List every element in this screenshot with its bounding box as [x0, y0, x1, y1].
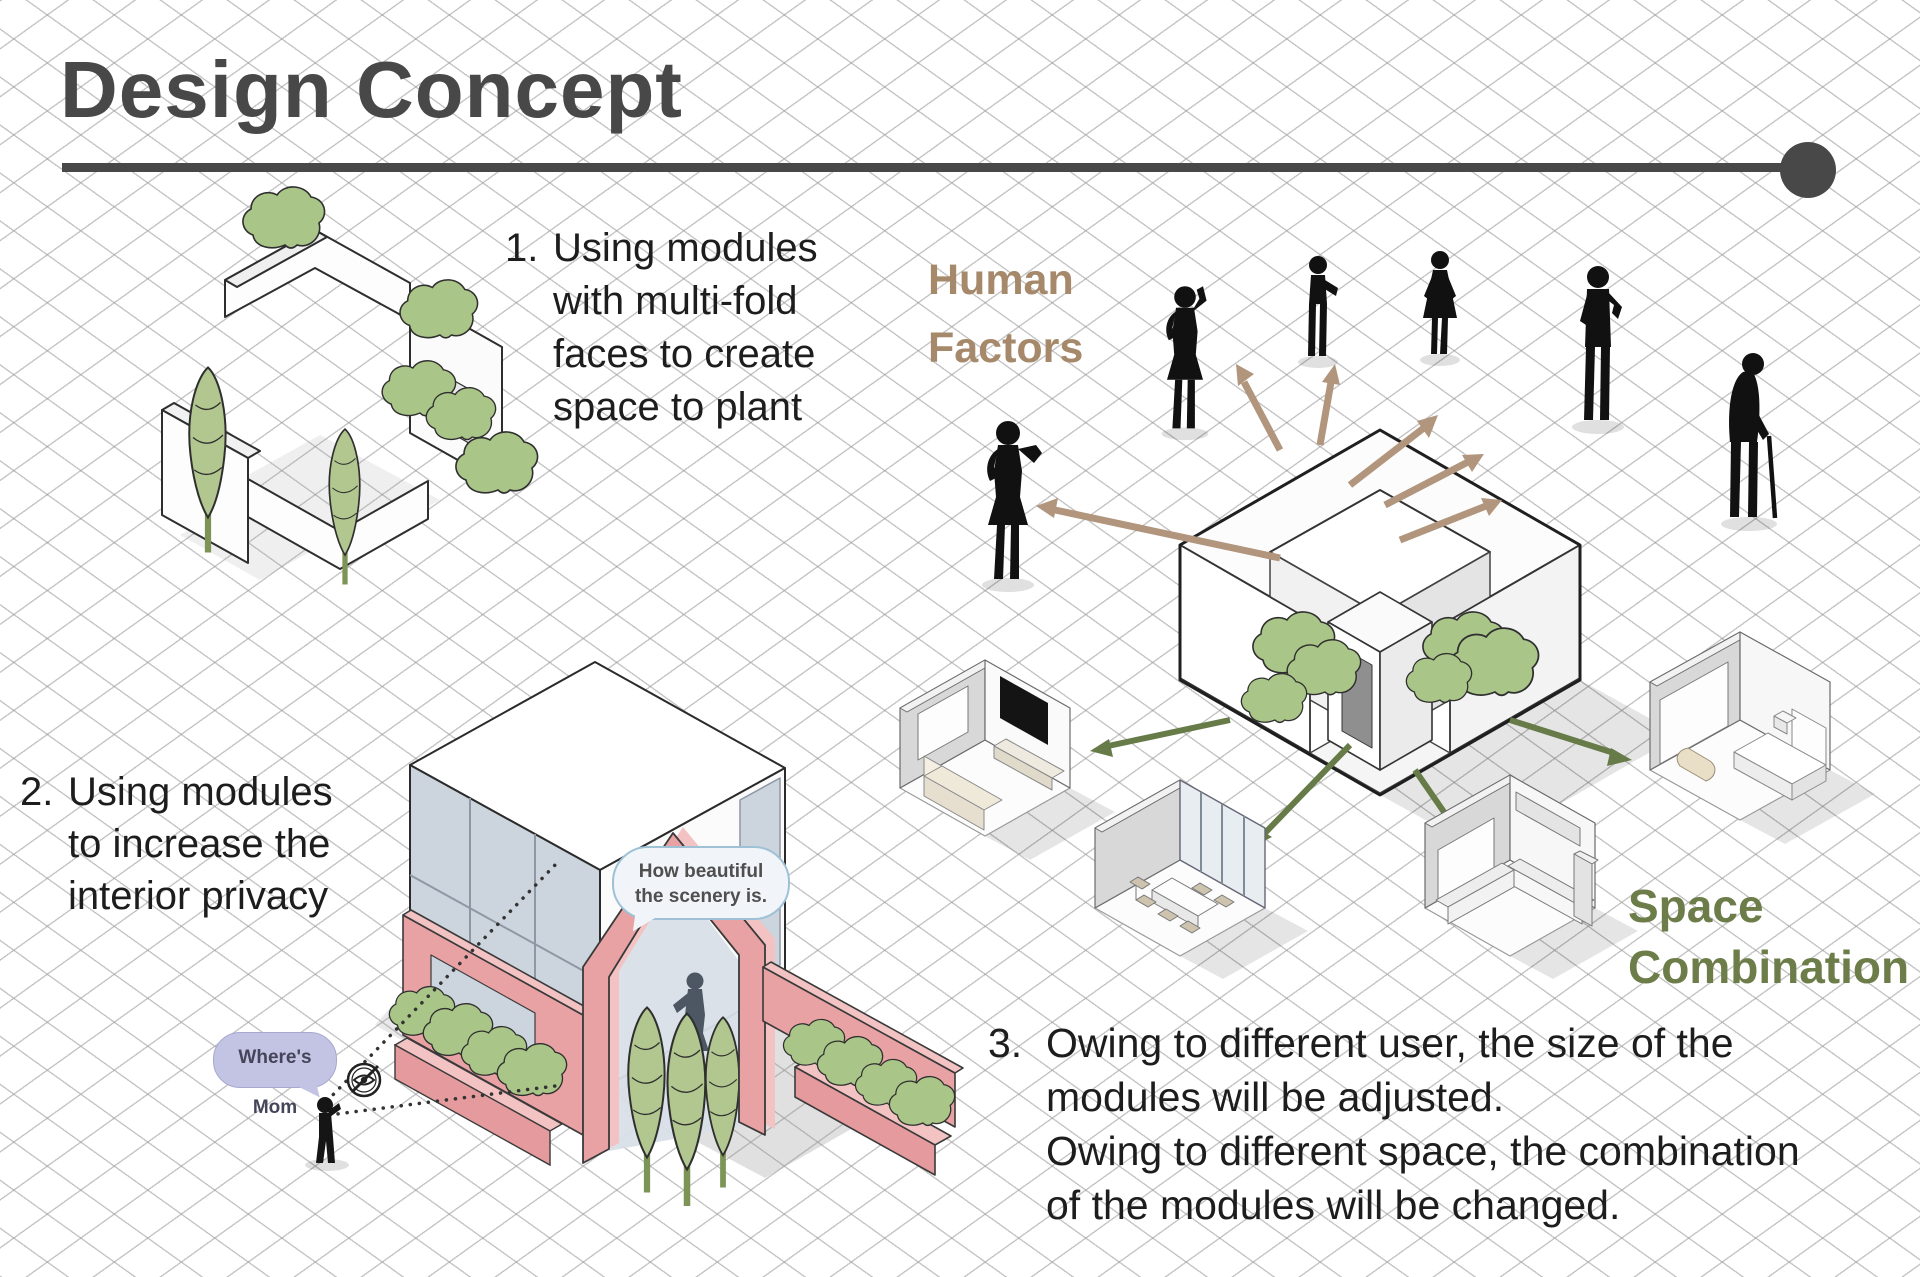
concept-2-number: 2. [20, 770, 54, 814]
concept-3-line: modules will be adjusted. [1046, 1074, 1505, 1120]
concept-2-line: interior privacy [68, 874, 329, 918]
man-silhouette [1572, 266, 1624, 434]
page-title: Design Concept [60, 45, 683, 134]
child-silhouette [305, 1097, 349, 1171]
speech-bubble-tail [632, 913, 658, 935]
concept-3-line: Owing to different user, the size of the [1046, 1020, 1734, 1066]
speech-bubble-scenery: How beautiful the scenery is. [612, 846, 790, 935]
concept-1-line: space to plant [553, 385, 803, 429]
elderly-man-cane-silhouette [1721, 353, 1778, 531]
girl-silhouette [1420, 251, 1460, 366]
planter-bushes [388, 985, 956, 1167]
concept-1-line: faces to create [553, 332, 816, 376]
space-combination-label: Space Combination [1628, 876, 1909, 998]
bed [1733, 708, 1827, 801]
glass-door-mullions [1200, 792, 1245, 896]
speech-bubble-scenery-line: How beautiful [638, 861, 764, 882]
people-silhouettes [982, 251, 1778, 592]
human-factors-line: Human [928, 256, 1074, 304]
boy-silhouette [1298, 256, 1338, 368]
speech-bubble-mom: Where's Mom [213, 1032, 337, 1118]
planter-modules-illustration [161, 186, 539, 585]
title-underline-dot [1780, 142, 1836, 198]
table-and-chairs [1129, 876, 1235, 934]
kitchen-module [1424, 774, 1638, 979]
kitchen-counters [1435, 791, 1599, 927]
woman-raised-hand-silhouette [1161, 286, 1209, 441]
module-door-column [1327, 591, 1433, 771]
concept-3-text: 3. Owing to different user, the size of … [988, 1016, 1800, 1232]
space-combination-line: Space [1628, 880, 1764, 932]
concept-1-line: Using modules [553, 226, 818, 270]
title-underline [62, 163, 1784, 172]
concept-1-line: with multi-fold [553, 279, 798, 323]
tv [1000, 676, 1048, 745]
module-diagram-illustration [899, 251, 1875, 979]
space-combination-line: Combination [1628, 941, 1910, 993]
concept-3-number: 3. [988, 1020, 1023, 1066]
concept-3-line: Owing to different space, the combinatio… [1046, 1128, 1800, 1174]
concept-3-line: of the modules will be changed. [1046, 1182, 1621, 1228]
living-room-module [899, 659, 1115, 860]
eye-crossed-icon [346, 1062, 382, 1098]
woman-silhouette [982, 421, 1042, 592]
concept-2-text: 2. Using modules to increase the interio… [20, 766, 333, 922]
speech-bubble-scenery-line: the scenery is. [634, 886, 768, 907]
central-module [1178, 428, 1680, 850]
portal-trees [628, 1008, 739, 1207]
speech-bubble-mom-text: Where's Mom [238, 1047, 312, 1118]
meeting-room-module [1094, 779, 1308, 979]
sofa [923, 755, 1003, 831]
sight-lines [325, 861, 565, 1117]
concept-2-line: to increase the [68, 822, 331, 866]
human-factors-label: Human Factors [928, 246, 1083, 382]
concept-1-text: 1. Using modules with multi-fold faces t… [505, 222, 818, 434]
bedroom-module [1649, 631, 1875, 844]
concept-1-number: 1. [505, 226, 539, 270]
concept-2-line: Using modules [68, 770, 333, 814]
human-factors-line: Factors [928, 324, 1084, 372]
lounge-chair [1676, 747, 1716, 782]
human-factor-arrows [1036, 364, 1502, 562]
